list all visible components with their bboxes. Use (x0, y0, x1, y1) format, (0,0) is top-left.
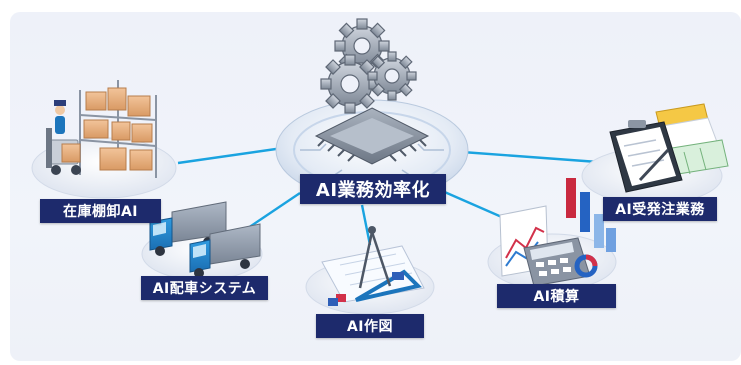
node-label-estimate: AI積算 (497, 284, 616, 308)
node-label-orders: AI受発注業務 (603, 197, 717, 221)
node-label-drafting: AI作図 (316, 314, 424, 338)
clipboard-documents-icon (581, 103, 729, 205)
connector-dispatch (247, 192, 301, 229)
delivery-trucks-icon (141, 201, 263, 281)
warehouse-shelves-icon (31, 80, 177, 199)
connector-inventory (177, 145, 291, 165)
drafting-blueprint-icon (305, 226, 435, 315)
ai-chip-gears-icon (275, 18, 469, 201)
calculator-charts-icon (487, 178, 617, 291)
connector-lines (177, 145, 599, 246)
node-label-dispatch: AI配車システム (141, 276, 268, 300)
connector-orders (461, 150, 599, 164)
node-label-inventory: 在庫棚卸AI (40, 199, 161, 223)
connector-drafting (360, 204, 372, 246)
center-title-label: AI業務効率化 (300, 174, 446, 204)
